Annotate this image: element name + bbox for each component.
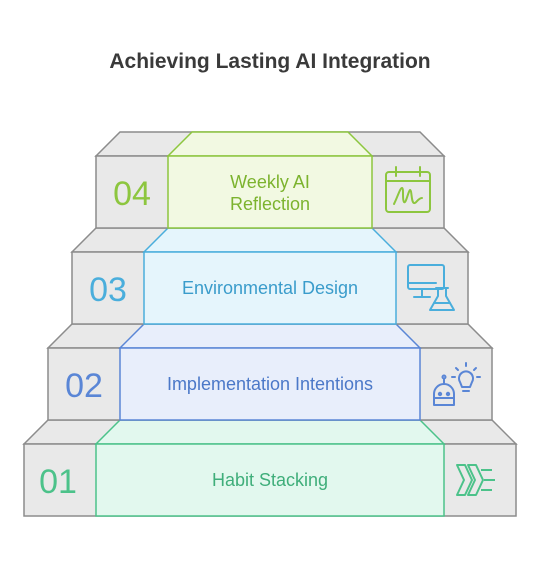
step-04-top-color [166, 131, 374, 157]
step-02: 02 Implementation Intentions [46, 323, 494, 421]
diagram-title: Achieving Lasting AI Integration [109, 50, 431, 73]
step-03-top-color [142, 227, 398, 253]
step-02-top-color [118, 323, 422, 349]
step-04-label-line-2: Reflection [230, 194, 310, 214]
step-03-label: Environmental Design [182, 278, 358, 298]
step-03-face-color [143, 251, 397, 325]
step-03: 03 Environmental Design [70, 227, 470, 325]
monitor-flask-icon [407, 264, 455, 311]
calendar-signature-icon [385, 166, 431, 213]
step-04: 04 Weekly AI Reflection [94, 131, 446, 229]
step-01: 01 Habit Stacking [22, 419, 518, 517]
step-02-face-color [119, 347, 421, 421]
laravel-logo-icon [456, 464, 495, 496]
step-01-face-color [95, 443, 445, 517]
step-04-label-line-1: Weekly AI [230, 172, 310, 192]
step-02-number: 02 [65, 367, 103, 405]
step-01-number: 01 [39, 463, 77, 501]
step-02-label: Implementation Intentions [167, 374, 373, 394]
step-04-number: 04 [113, 175, 151, 213]
robot-lightbulb-icon [433, 362, 481, 406]
step-01-label: Habit Stacking [212, 470, 328, 490]
step-01-top-color [94, 419, 446, 445]
step-03-number: 03 [89, 271, 127, 309]
step-04-face-color [167, 155, 373, 229]
